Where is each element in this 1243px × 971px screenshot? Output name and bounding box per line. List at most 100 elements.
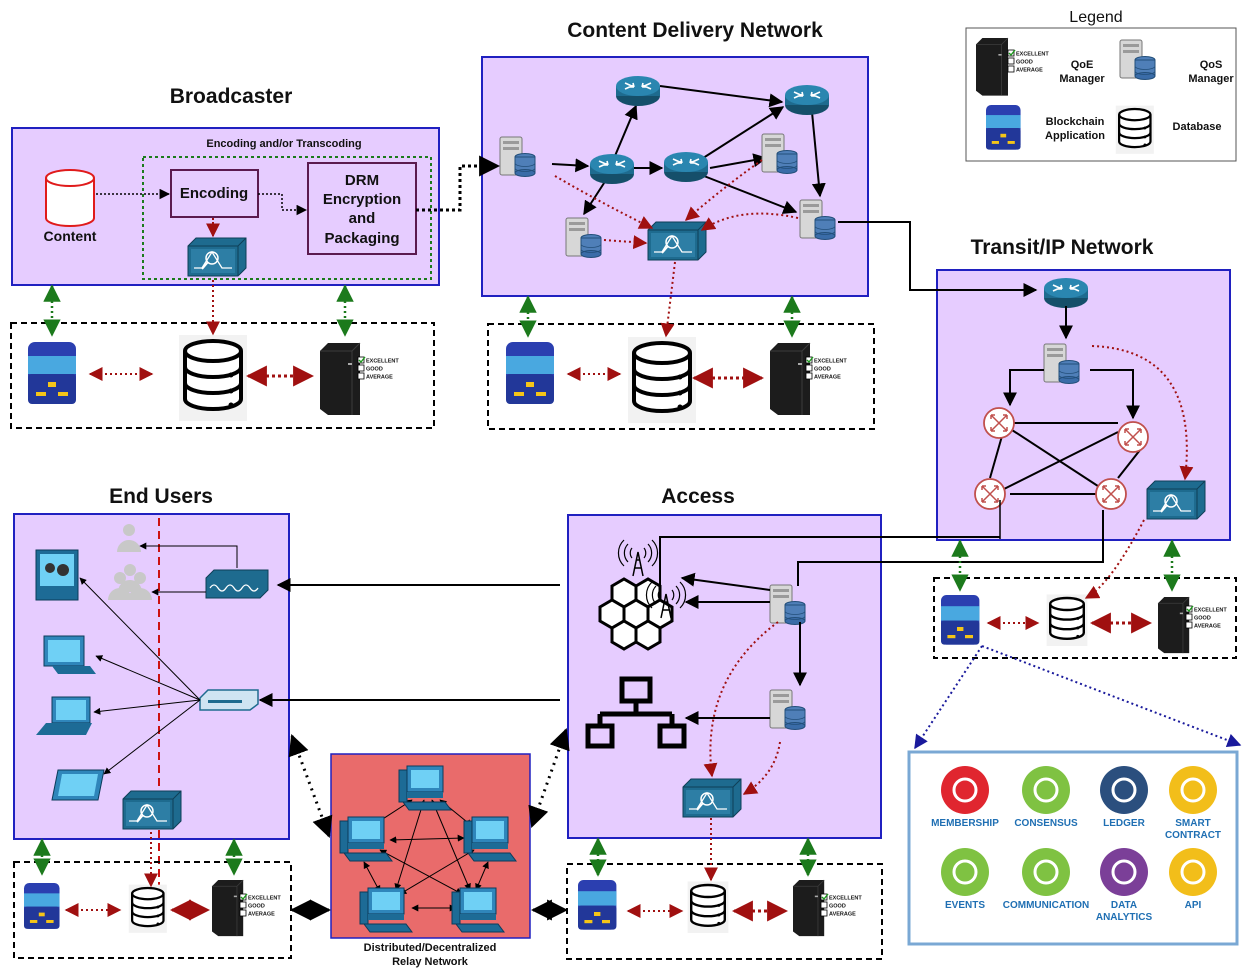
switch-to-devices-links — [79, 577, 201, 775]
cdn-title: Content Delivery Network — [567, 19, 823, 42]
relay-node-icon-1 — [398, 765, 452, 811]
legend-qos-label-2: Manager — [1188, 73, 1234, 85]
feature-label: LEDGER — [1103, 818, 1145, 829]
qoe-level-label: GOOD — [1016, 60, 1033, 66]
feature-api-icon — [1169, 848, 1217, 896]
desktop-computer-icon — [43, 635, 96, 674]
qoe-level-good: GOOD — [239, 901, 265, 910]
ethernet-topology-icon — [585, 676, 687, 749]
qoe-level-excellent: EXCELLENT — [1007, 49, 1049, 58]
qoe-level-label: GOOD — [248, 904, 265, 910]
feature-ledger: LEDGER — [1100, 766, 1148, 829]
transit-probe-icon — [1146, 480, 1206, 520]
broadcaster-probe-icon — [187, 237, 247, 277]
qoe-level-label: AVERAGE — [829, 912, 856, 918]
qoe-level-label: EXCELLENT — [248, 896, 281, 902]
access-server2-to-probe-arrow — [742, 741, 781, 795]
qoe-level-label: AVERAGE — [366, 375, 393, 381]
drm-label-4: Packaging — [324, 230, 399, 247]
broadcaster-database-icon — [177, 333, 249, 423]
feature-membership: MEMBERSHIP — [931, 766, 999, 829]
qoe-level-good: GOOD — [1185, 613, 1211, 622]
qoe-level-label: AVERAGE — [248, 912, 275, 918]
feature-label: DATA — [1111, 900, 1137, 911]
content-storage-icon — [45, 169, 95, 227]
access-blockchain-tier — [566, 863, 883, 960]
feature-events-icon — [941, 848, 989, 896]
network-switch-icon — [199, 689, 259, 711]
transit-probe-to-db-arrow — [1084, 519, 1145, 599]
feature-consensus-icon — [1022, 766, 1070, 814]
cdn-qos-reports — [554, 159, 799, 250]
qoe-level-label: EXCELLENT — [366, 359, 399, 365]
legend-qoe-label-1: QoE — [1071, 59, 1094, 71]
qoe-level-label: EXCELLENT — [829, 896, 862, 902]
transit-router-icon — [1043, 277, 1089, 309]
cdn-qoe-manager-icon: EXCELLENT GOOD AVERAGE — [769, 342, 847, 416]
drm-label-2: Encryption — [323, 191, 401, 208]
qoe-level-good: GOOD — [820, 901, 846, 910]
legend-database-icon — [1114, 104, 1155, 155]
access-title: Access — [661, 485, 735, 508]
end-users-qoe-manager-icon: EXCELLENT GOOD AVERAGE — [211, 879, 281, 937]
end-users-database-icon — [127, 883, 168, 934]
modem-icon — [205, 569, 269, 599]
end-users-probe-icon — [122, 790, 182, 830]
qoe-level-good: GOOD — [357, 364, 383, 373]
transit-core-router-icon-2 — [1117, 421, 1149, 453]
server-to-cell-arrow-1 — [680, 572, 771, 591]
end-users-blockchain-tier — [13, 861, 292, 959]
qoe-level-label: GOOD — [814, 367, 831, 373]
transit-mesh-links — [989, 369, 1141, 495]
qoe-level-label: AVERAGE — [1194, 624, 1221, 630]
feature-ledger-icon — [1100, 766, 1148, 814]
qoe-level-label: EXCELLENT — [814, 359, 847, 365]
qoe-level-excellent: EXCELLENT — [357, 356, 399, 365]
legend-blockchain-label-2: Application — [1045, 130, 1105, 142]
cdn-probe-icon — [647, 221, 707, 261]
transit-database-icon — [1045, 593, 1089, 648]
access-qoe-manager-icon: EXCELLENT GOOD AVERAGE — [792, 879, 862, 937]
qoe-level-label: AVERAGE — [814, 375, 841, 381]
feature-events: EVENTS — [941, 848, 989, 911]
feature-label: CONSENSUS — [1014, 818, 1078, 829]
qoe-level-label: EXCELLENT — [1016, 52, 1049, 58]
feature-label: COMMUNICATION — [1003, 900, 1089, 911]
relay-label-2: Relay Network — [392, 956, 469, 968]
feature-membership-icon — [941, 766, 989, 814]
qoe-level-excellent: EXCELLENT — [239, 893, 281, 902]
transit-core-router-icon-4 — [1095, 478, 1127, 510]
cdn-blockchain-tier — [487, 323, 875, 430]
encoding-group-title: Encoding and/or Transcoding — [206, 138, 361, 150]
access-probe-icon — [682, 778, 742, 818]
qoe-level-label: GOOD — [1194, 616, 1211, 622]
feature-communication-icon — [1022, 848, 1070, 896]
cdn-router-icon-4 — [784, 84, 830, 116]
feature-data-analytics-icon — [1100, 848, 1148, 896]
end-users-relay-link — [288, 734, 333, 838]
cdn-blockchain-app-icon — [506, 342, 554, 404]
qoe-level-average: AVERAGE — [820, 909, 856, 918]
feature-label: API — [1185, 900, 1202, 911]
transit-to-access-server-link — [797, 510, 1104, 586]
relay-node-icon-2 — [339, 816, 393, 862]
hexagon-cell-network-icon — [598, 577, 674, 651]
transit-qoe-manager-icon: EXCELLENT GOOD AVERAGE — [1157, 596, 1227, 654]
qoe-level-average: AVERAGE — [1185, 621, 1221, 630]
qoe-level-excellent: EXCELLENT — [1185, 605, 1227, 614]
qoe-level-label: EXCELLENT — [1194, 608, 1227, 614]
feature-smart-contract-icon — [1169, 766, 1217, 814]
legend-database-label: Database — [1173, 121, 1222, 133]
cdn-router-icon-1 — [615, 75, 661, 107]
cdn-to-transit-arrow — [838, 221, 1038, 297]
qoe-level-label: GOOD — [829, 904, 846, 910]
blockchain-features-link-left — [914, 645, 983, 750]
legend-qoe-label-2: Manager — [1059, 73, 1105, 85]
transit-core-router-icon-1 — [983, 407, 1015, 439]
transit-to-cell-link — [659, 536, 1000, 586]
transit-blockchain-app-icon — [941, 595, 980, 645]
cdn-router-icon-3 — [663, 151, 709, 183]
